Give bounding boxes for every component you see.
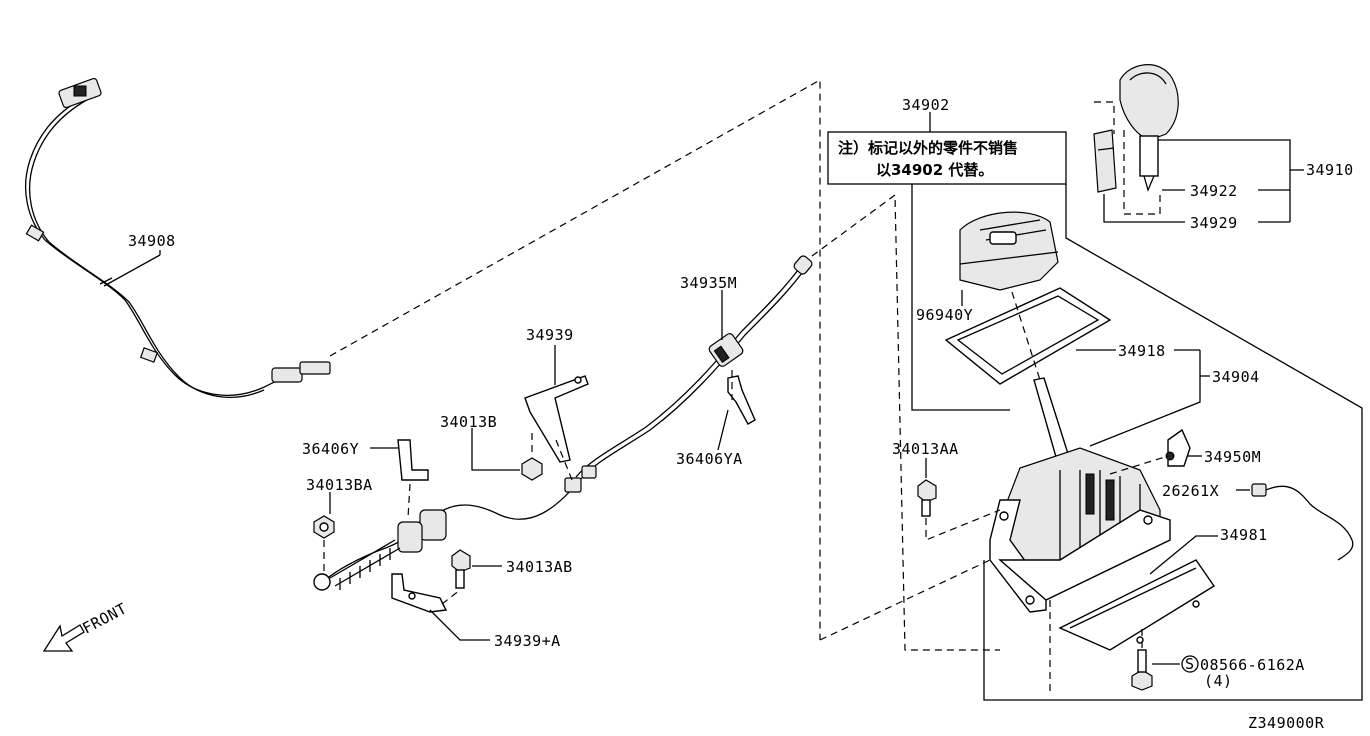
label-34950M: 34950M: [1204, 448, 1261, 466]
label-34918: 34918: [1118, 342, 1166, 360]
label-34935M: 34935M: [680, 274, 737, 292]
label-34981: 34981: [1220, 526, 1268, 544]
label-34013AB: 34013AB: [506, 558, 573, 576]
cable-34935M: [313, 255, 813, 591]
bracket-34904: [1089, 350, 1201, 447]
bolt-34013AB: [451, 549, 471, 589]
label-34939: 34939: [526, 326, 574, 344]
label-34910: 34910: [1306, 161, 1354, 179]
assembly-outline-left: [911, 184, 1010, 411]
diagram-id: Z349000R: [1248, 714, 1325, 732]
label-34013BA: 34013BA: [306, 476, 373, 494]
plate-34981: [1058, 559, 1215, 651]
label-34904: 34904: [1212, 368, 1260, 386]
screw-symbol-icon: [1181, 655, 1199, 673]
knob-34910: [1119, 64, 1179, 192]
note-line-1: 注）标记以外的零件不销售: [838, 139, 1018, 157]
label-34922: 34922: [1190, 182, 1238, 200]
label-34013B: 34013B: [440, 413, 497, 431]
front-arrow-icon: [42, 624, 85, 652]
finisher-96940Y: [959, 211, 1059, 291]
label-34902: 34902: [902, 96, 950, 114]
leader-34929: [1103, 194, 1185, 223]
bolt-08566-6162A: [1131, 649, 1153, 691]
label-34929: 34929: [1190, 214, 1238, 232]
cable-34908: [24, 77, 331, 398]
nut-34013B: [521, 457, 543, 481]
leader-34939A: [429, 609, 490, 641]
leader-34013B: [471, 428, 520, 471]
front-label: FRONT: [79, 599, 130, 637]
switch-34950M: [1165, 428, 1191, 467]
screw-symbol-letter: S: [1185, 655, 1195, 673]
bracket-34939: [524, 375, 589, 463]
bracket-34910: [1158, 139, 1291, 222]
label-36406Y: 36406Y: [302, 440, 359, 458]
assembly-outline: [983, 184, 1363, 701]
note-line-2: 以34902 代替。: [876, 161, 993, 179]
label-34908: 34908: [128, 232, 176, 250]
label-34939A: 34939+A: [494, 632, 561, 650]
label-96940Y: 96940Y: [916, 306, 973, 324]
label-36406YA: 36406YA: [676, 450, 743, 468]
harness-26261X: [1251, 483, 1354, 561]
dashed-connector-main: [329, 78, 821, 640]
sleeve-34929: [1093, 129, 1117, 193]
bracket-34939A: [391, 573, 448, 613]
dashed-connector-cable: [811, 193, 1000, 651]
leader-34981: [1149, 535, 1218, 575]
leader-34908: [103, 254, 161, 287]
bolt-34013AA: [917, 479, 937, 517]
label-quantity: (4): [1204, 672, 1233, 690]
gasket-34918: [944, 287, 1112, 385]
leader-36406YA: [717, 409, 729, 451]
clip-36406Y: [397, 439, 429, 481]
note-box: [827, 131, 1067, 185]
label-34013AA: 34013AA: [892, 440, 959, 458]
clip-36406YA: [727, 375, 756, 425]
label-08566-6162A: 08566-6162A: [1200, 656, 1305, 674]
label-26261X: 26261X: [1162, 482, 1219, 500]
nut-34013BA: [313, 515, 335, 539]
shifter-assembly-34904: [989, 377, 1171, 613]
